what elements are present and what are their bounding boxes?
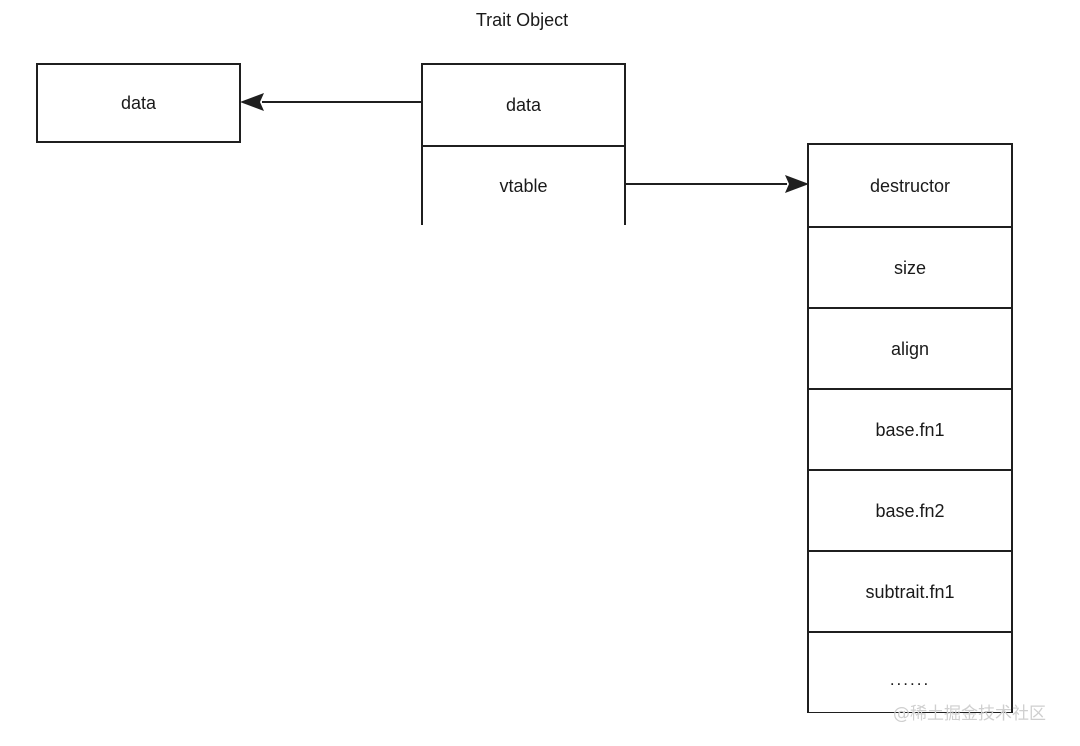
- vtable-cell-ellipsis: ......: [809, 631, 1011, 712]
- watermark: @稀土掘金技术社区: [893, 704, 1046, 724]
- vtable-cell-base-fn2: base.fn2: [809, 469, 1011, 550]
- data-pointer-arrow: [240, 93, 424, 111]
- trait-object-cell-vtable: vtable: [423, 145, 624, 225]
- vtable-cell-subtrait-fn1: subtrait.fn1: [809, 550, 1011, 631]
- vtable-cell-destructor: destructor: [809, 145, 1011, 226]
- vtable-box: destructor size align base.fn1 base.fn2 …: [807, 143, 1013, 713]
- trait-object-box: data vtable: [421, 63, 626, 225]
- page-title: Trait Object: [475, 10, 569, 30]
- vtable-pointer-arrow: [624, 175, 809, 193]
- data-box-cell-data: data: [38, 65, 239, 141]
- vtable-cell-base-fn1: base.fn1: [809, 388, 1011, 469]
- vtable-cell-size: size: [809, 226, 1011, 307]
- vtable-cell-align: align: [809, 307, 1011, 388]
- trait-object-cell-data: data: [423, 65, 624, 145]
- data-box: data: [36, 63, 241, 143]
